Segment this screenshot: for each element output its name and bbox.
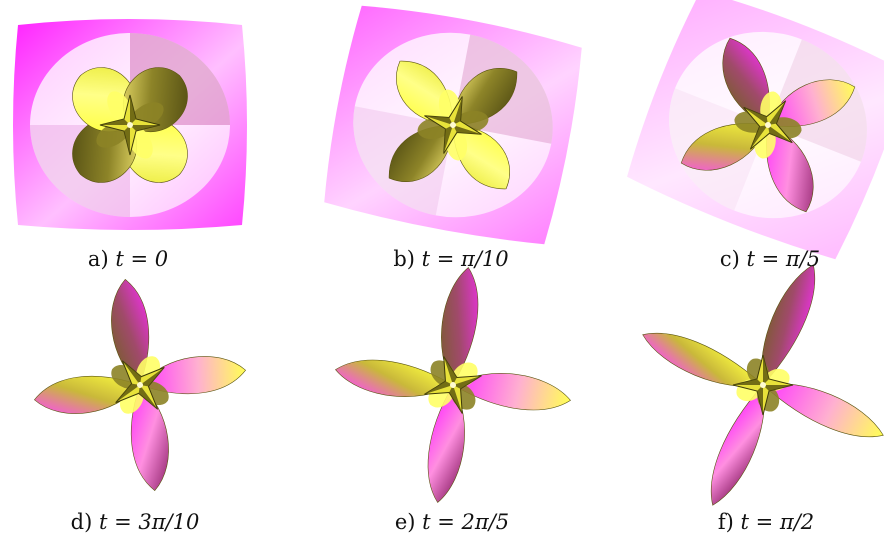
panel-c-blade-4 xyxy=(767,79,856,127)
panel-f-blade-2 xyxy=(642,332,764,387)
caption-c-equation: t = π/5 xyxy=(746,247,821,271)
caption-d-label: d) xyxy=(70,510,93,534)
panel-a-center-star xyxy=(99,94,161,156)
panel-a-figure xyxy=(13,19,247,230)
caption-d: d) t = 3π/10 xyxy=(71,510,200,534)
panel-c-figure xyxy=(627,0,884,260)
caption-f-label: f) xyxy=(717,510,734,534)
panel-d-blade-1 xyxy=(130,384,169,491)
caption-f: f) t = π/2 xyxy=(718,510,814,534)
panel-d-center-star xyxy=(115,360,165,410)
panel-c-blades xyxy=(680,37,856,213)
panel-c-blade-2 xyxy=(680,123,769,171)
panel-e-blade-1 xyxy=(427,384,465,503)
panel-f-figure xyxy=(642,264,884,506)
panel-f-blades xyxy=(642,264,884,506)
caption-a-label: a) xyxy=(87,247,109,271)
panel-e-blade-3 xyxy=(441,267,479,386)
panel-d-blade-2 xyxy=(34,375,141,414)
panel-e-figure xyxy=(335,267,571,503)
panel-f-blade-1 xyxy=(710,384,765,506)
panel-e-blades xyxy=(335,267,571,503)
caption-d-equation: t = 3π/10 xyxy=(98,510,200,534)
caption-f-equation: t = π/2 xyxy=(740,510,815,534)
panel-c-blade-1 xyxy=(766,124,814,213)
panel-d-blade-3 xyxy=(111,279,150,386)
caption-a: a) t = 0 xyxy=(88,247,168,271)
panel-e-blade-4 xyxy=(452,373,571,411)
panel-e-center-star xyxy=(424,356,482,414)
panel-d-blade-4 xyxy=(139,356,246,395)
panel-b-figure xyxy=(324,5,582,245)
caption-b-label: b) xyxy=(393,247,415,271)
caption-b: b) t = π/10 xyxy=(393,247,508,271)
panel-c-blade-3 xyxy=(722,37,770,126)
caption-e: e) t = 2π/5 xyxy=(395,510,509,534)
caption-e-label: e) xyxy=(394,510,416,534)
caption-e-equation: t = 2π/5 xyxy=(422,510,510,534)
panel-f-center-star xyxy=(732,354,794,416)
panel-f-blade-4 xyxy=(762,383,884,438)
caption-c-label: c) xyxy=(719,247,740,271)
panel-b-center-star xyxy=(424,96,482,154)
panel-d-figure xyxy=(34,279,246,491)
caption-a-equation: t = 0 xyxy=(115,247,169,271)
panel-f-blade-3 xyxy=(761,264,816,386)
caption-c: c) t = π/5 xyxy=(720,247,820,271)
panel-e-blade-2 xyxy=(335,359,454,397)
panel-c-center-star xyxy=(743,100,793,150)
panel-d-blades xyxy=(34,279,246,491)
panel-b-blades xyxy=(388,60,518,190)
caption-b-equation: t = π/10 xyxy=(421,247,509,271)
